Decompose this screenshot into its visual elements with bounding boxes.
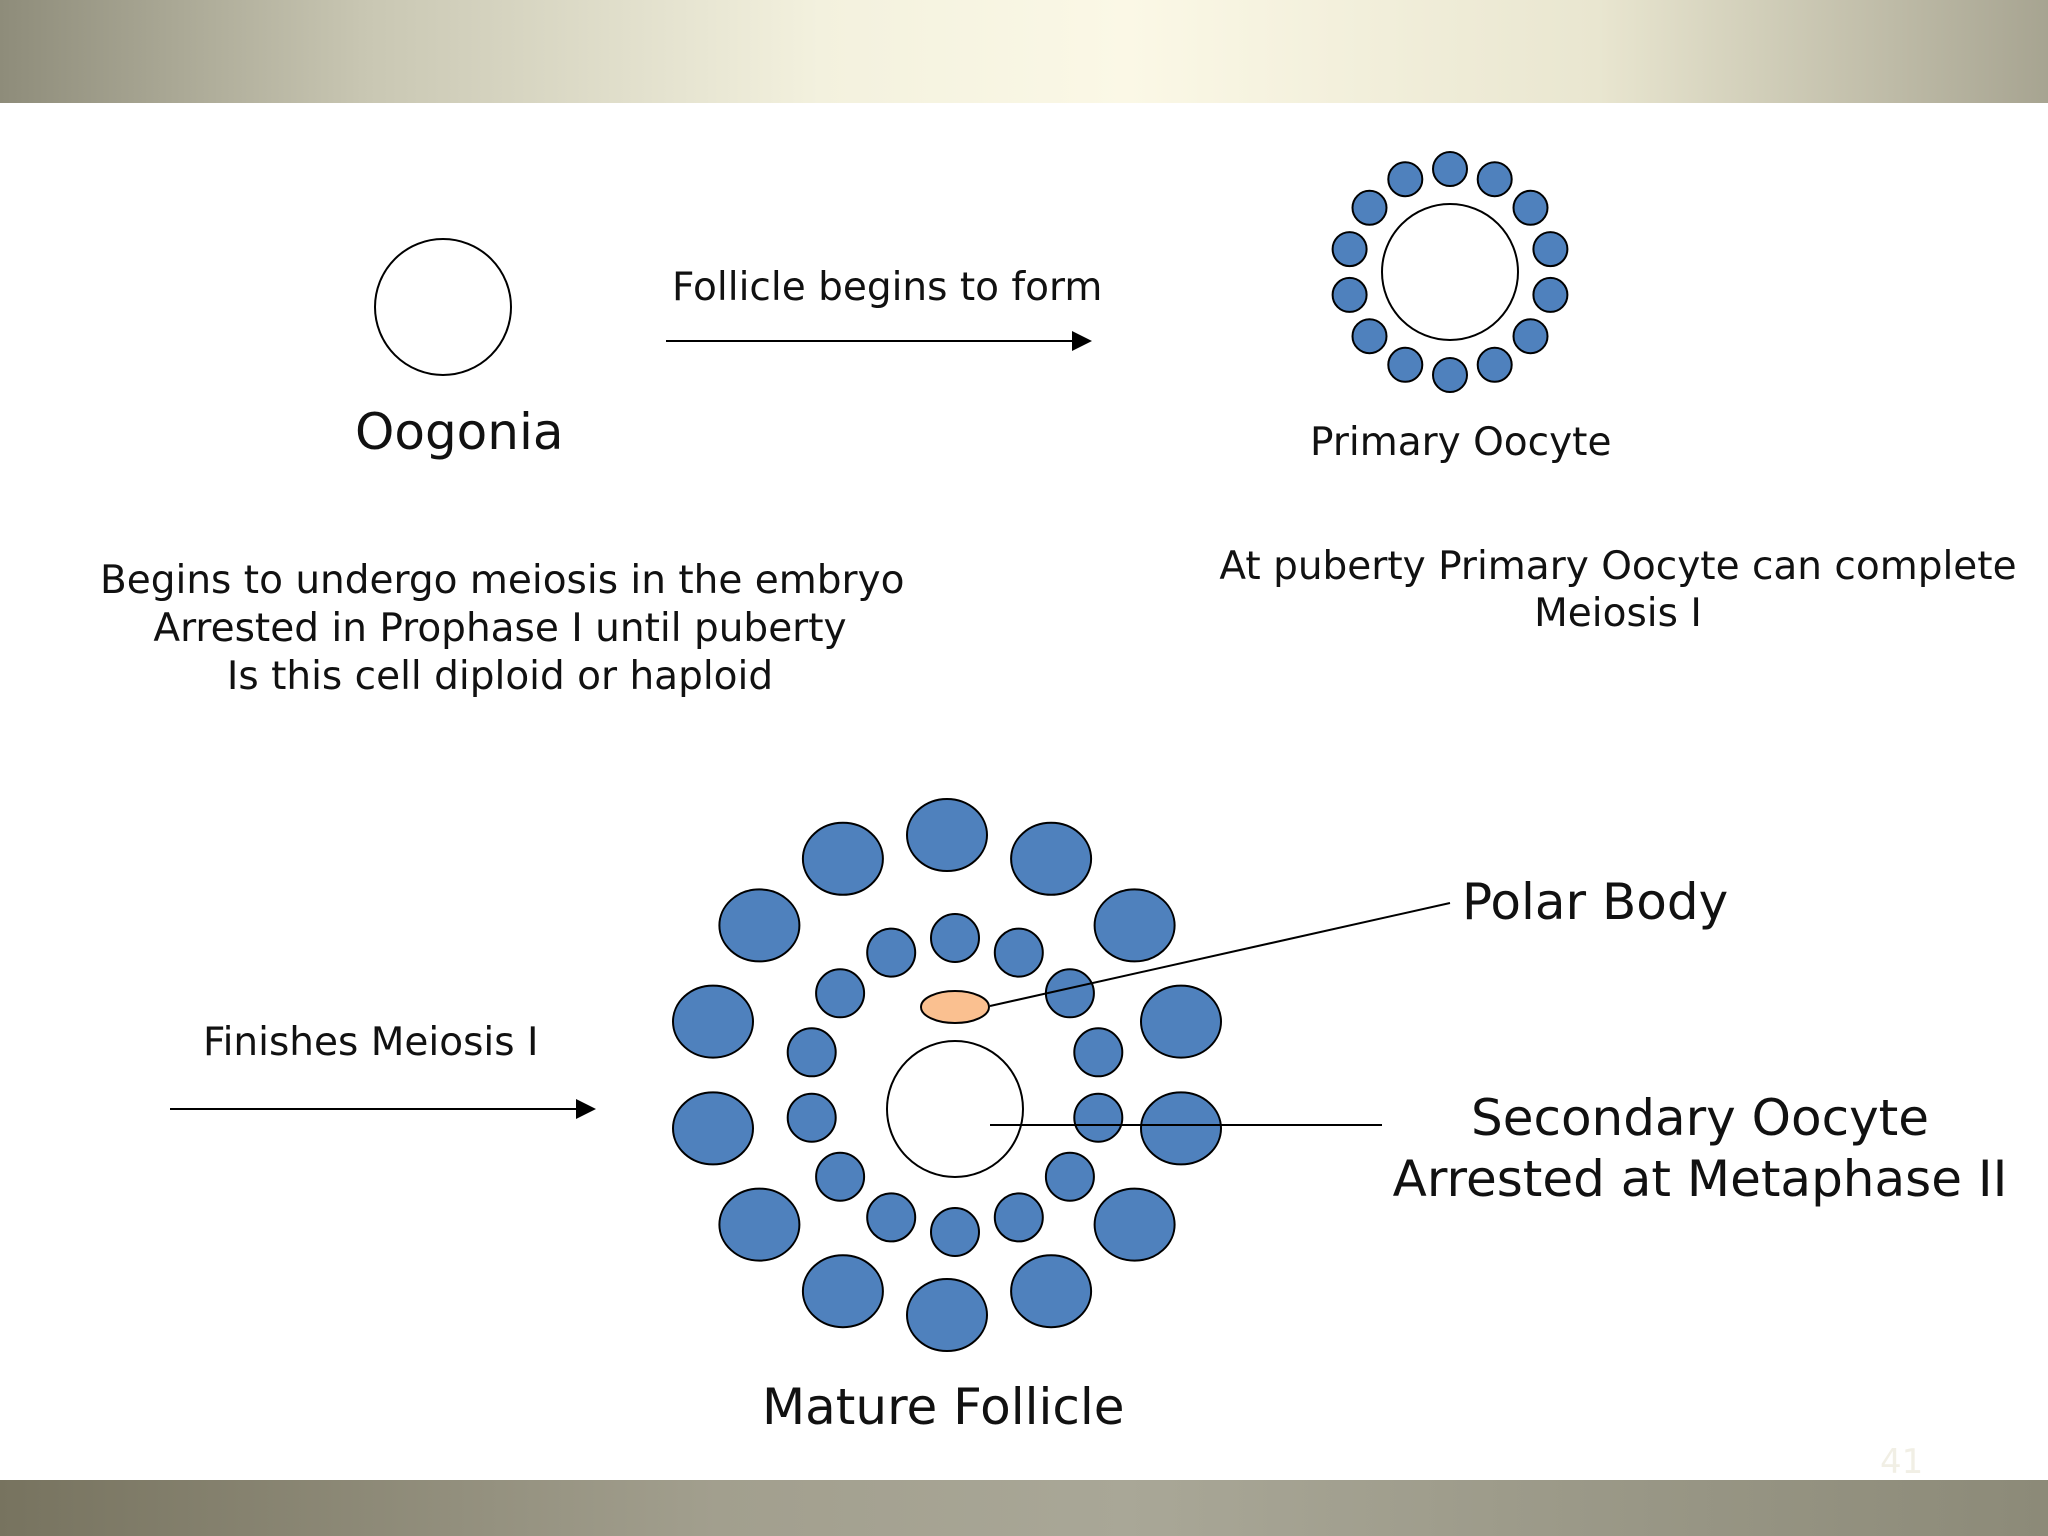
inner-follicle-cell-6 (1044, 1151, 1095, 1202)
primary-note-1: At puberty Primary Oocyte can complete (1219, 544, 2017, 589)
inner-follicle-cell-5 (1073, 1092, 1124, 1143)
outer-follicle-cell-1 (906, 798, 988, 872)
secondary-oocyte-line-2: Arrested at Metaphase II (1392, 1150, 2008, 1208)
primary-notes: At puberty Primary Oocyte can complete M… (1218, 543, 2018, 637)
primary-oocyte-cell (1381, 203, 1519, 341)
oogonia-note-2: Arrested in Prophase I until puberty (153, 606, 847, 651)
secondary-oocyte-cell (886, 1040, 1024, 1178)
mature-follicle-group (672, 798, 1222, 1352)
primary-follicle-cell-9 (1387, 346, 1424, 383)
primary-follicle-cell-3 (1512, 189, 1549, 226)
secondary-oocyte-label: Secondary Oocyte Arrested at Metaphase I… (1380, 1088, 2020, 1210)
primary-follicle-cell-7 (1476, 346, 1513, 383)
inner-follicle-cell-14 (866, 927, 917, 978)
inner-follicle-cell-1 (930, 913, 980, 963)
outer-follicle-cell-6 (1093, 1187, 1176, 1262)
primary-follicle-cells (1331, 151, 1569, 393)
primary-follicle-cell-8 (1432, 357, 1468, 393)
oogonia-notes: Begins to undergo meiosis in the embryo … (100, 557, 905, 701)
outer-follicle-cell-9 (801, 1254, 884, 1329)
outer-follicle-cell-12 (672, 984, 754, 1059)
follicle-begins-label: Follicle begins to form (672, 265, 1103, 310)
outer-follicle-cell-2 (1010, 821, 1093, 896)
mature-follicle-label: Mature Follicle (762, 1378, 1125, 1436)
finishes-meiosis-label: Finishes Meiosis I (203, 1020, 539, 1065)
inner-follicle-cell-7 (993, 1192, 1044, 1243)
primary-oocyte-label: Primary Oocyte (1310, 420, 1612, 465)
primary-oocyte-group (1331, 151, 1569, 393)
outer-follicle-cell-4 (1140, 984, 1222, 1059)
polar-body (920, 990, 990, 1024)
inner-follicle-cell-10 (815, 1151, 866, 1202)
page-number: 41 (1880, 1442, 1924, 1482)
outer-follicle-cell-8 (906, 1278, 988, 1352)
inner-follicle-cell-11 (786, 1092, 837, 1143)
polar-body-pointer (989, 902, 1451, 1007)
primary-follicle-cell-10 (1351, 318, 1388, 355)
secondary-oocyte-line-1: Secondary Oocyte (1470, 1089, 1930, 1147)
inner-follicle-cell-3 (1044, 968, 1095, 1019)
inner-follicle-cell-12 (786, 1027, 837, 1078)
outer-follicle-cell-7 (1010, 1254, 1093, 1329)
oogonia-note-3: Is this cell diploid or haploid (226, 654, 774, 699)
primary-follicle-cell-4 (1532, 231, 1569, 268)
oogonia-note-1: Begins to undergo meiosis in the embryo (100, 558, 905, 603)
outer-follicle-cell-14 (801, 821, 884, 896)
inner-follicle-cell-4 (1073, 1027, 1124, 1078)
outer-follicle-cell-5 (1140, 1091, 1222, 1166)
outer-follicle-cell-3 (1093, 888, 1176, 963)
outer-follicle-cell-13 (718, 888, 801, 963)
primary-follicle-cell-1 (1432, 151, 1468, 187)
inner-follicle-cell-8 (930, 1207, 980, 1257)
outer-follicle-cells (672, 798, 1222, 1352)
slide-header-band (0, 0, 2048, 103)
oogonia-cell (374, 238, 512, 376)
inner-follicle-cell-13 (815, 968, 866, 1019)
primary-follicle-cell-13 (1351, 189, 1388, 226)
primary-follicle-cell-12 (1331, 231, 1368, 268)
polar-body-label: Polar Body (1462, 873, 1729, 931)
outer-follicle-cell-10 (718, 1187, 801, 1262)
oogonia-label: Oogonia (355, 403, 564, 461)
primary-note-2: Meiosis I (1534, 591, 1702, 636)
primary-follicle-cell-5 (1532, 276, 1569, 313)
primary-follicle-cell-14 (1387, 161, 1424, 198)
primary-follicle-cell-6 (1512, 318, 1549, 355)
inner-follicle-cells (786, 913, 1124, 1257)
primary-follicle-cell-2 (1476, 161, 1513, 198)
primary-follicle-cell-11 (1331, 276, 1368, 313)
inner-follicle-cell-9 (866, 1192, 917, 1243)
inner-follicle-cell-2 (993, 927, 1044, 978)
slide-footer-band (0, 1480, 2048, 1536)
outer-follicle-cell-11 (672, 1091, 754, 1166)
